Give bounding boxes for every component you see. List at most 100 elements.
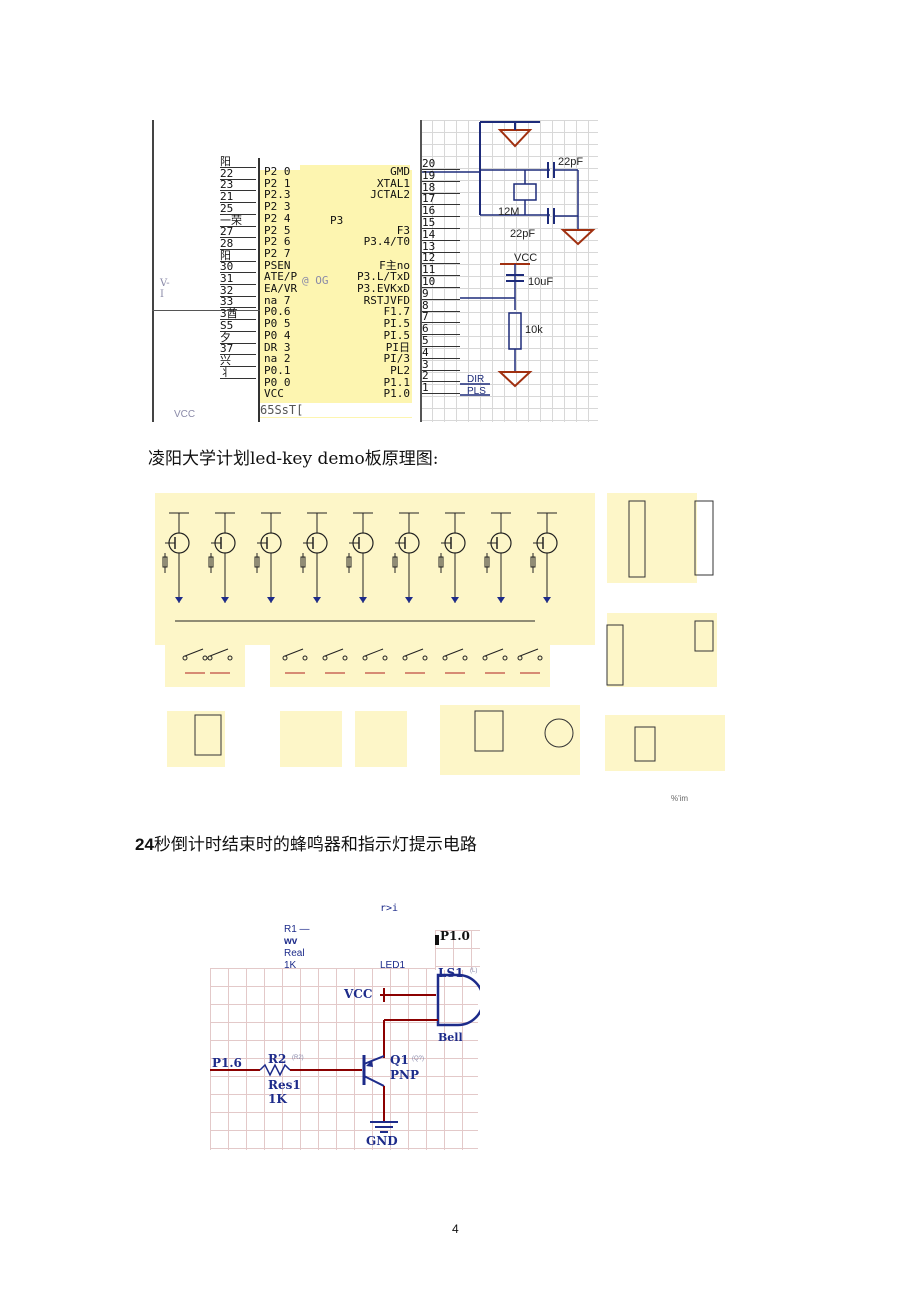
key-switch (482, 648, 508, 674)
mcu-pin-number: 兴 (220, 355, 256, 367)
ls-small: (L) (470, 968, 478, 974)
transistor-stage (392, 512, 420, 603)
mcu-chip-right-label: F1.7 (383, 305, 411, 319)
key-switch (517, 648, 543, 674)
net-dir-label: DIR (467, 374, 485, 385)
mcu-chip-right-label: PI日 (385, 340, 410, 354)
top-label: r>i (380, 903, 399, 914)
mcu-pin-number: 28 (220, 238, 256, 250)
connector-pin-number: 2 (422, 370, 460, 383)
key-switch (442, 648, 468, 674)
mcu-chip-left-label: P2 4 (264, 211, 291, 225)
mcu-chip-right-label: RSTJVFD (363, 293, 410, 307)
mcu-pin-number: 31 (220, 273, 256, 285)
caption-led-key: 凌阳大学计划led-key demo板原理图: (148, 449, 439, 469)
connector-pin-number: 4 (422, 347, 460, 359)
chip-part-label: 65SsT[ (260, 403, 420, 417)
r2-ref: R2 (268, 1052, 287, 1066)
page-number: 4 (452, 1222, 459, 1236)
transistor-stage (484, 512, 512, 603)
mcu-chip-right-label: GMD (390, 165, 410, 178)
mcu-pin-number: S5 (220, 320, 256, 332)
connector-pin-number: 16 (422, 205, 460, 218)
mcu-chip-left-label: P2 7 (264, 246, 291, 260)
cap2-label: 22pF (510, 228, 536, 240)
caption-number: 24 (135, 835, 154, 854)
r2-small: (R2) (292, 1055, 304, 1061)
key-switch (322, 648, 348, 674)
mcu-chip-right-label: PI/3 (383, 352, 411, 366)
mcu-pin-number: 一荣 (220, 215, 256, 227)
connector-pin-number: 5 (422, 335, 460, 347)
mcu-pin-number: 25 (220, 203, 256, 215)
transistor-stage (530, 512, 558, 603)
connector-pin-number: 20 (422, 158, 460, 170)
mcu-chip-left-label: P2 5 (264, 223, 291, 237)
chip-center-og: @ OG (302, 274, 329, 287)
p10-label: P1.0 (440, 929, 470, 943)
mcu-chip-left-label: EA/VR (264, 282, 298, 295)
mcu-pin-number: 阳 (220, 250, 256, 262)
mcu-pin-number: 37 (220, 343, 256, 356)
connector-pin-number: 3 (422, 359, 460, 371)
connector-pin-number: 17 (422, 193, 460, 206)
connector-pin-number: 15 (422, 217, 460, 229)
connector-pin-number: 1 (422, 382, 460, 395)
mcu-pin-number: 27 (220, 226, 256, 239)
buzzer-schematic: r>i R1 — wv Real 1K LED1 P1.0 VCC LS1 (L… (210, 900, 480, 1150)
led-ref: LED1 (380, 960, 406, 971)
mcu-chip-right-label: PI.5 (383, 317, 411, 331)
connector-pin-number: 12 (422, 252, 460, 265)
mcu-chip-right-label: P3.L/TxD (357, 270, 410, 284)
mcu-chip-left-label: P2.3 (264, 188, 291, 202)
transistor-stage (300, 512, 328, 603)
chip-center-p3: P3 (330, 214, 344, 227)
led-key-board-schematic: %'im (155, 493, 725, 808)
caption-buzzer: 24秒倒计时结束时的蜂鸣器和指示灯提示电路 (135, 830, 477, 855)
mcu-chip-left-label: P2 1 (264, 176, 291, 190)
mcu-chip-left-label: P2 3 (264, 200, 291, 214)
q-ref: Q1 (390, 1053, 409, 1067)
key-switch (402, 648, 428, 674)
mcu-pin-number: 丬 (220, 367, 256, 379)
net-pls-label: PLS (467, 386, 486, 397)
connector-pin-number: 10 (422, 276, 460, 288)
transistor-stage (346, 512, 374, 603)
mcu-chip-left-label: P0 4 (264, 328, 291, 342)
connector-pin-number: 11 (422, 264, 460, 277)
mcu-chip-left-label: DR 3 (264, 340, 291, 354)
mcu-pin-number: 21 (220, 191, 256, 204)
p16-label: P1.6 (212, 1056, 242, 1070)
bell-label: Bell (438, 1031, 463, 1044)
gnd-label: GND (366, 1134, 398, 1148)
mcu-chip-left-label: P0 0 (264, 375, 291, 389)
mcu-pin-number: 23 (220, 179, 256, 192)
mcu-pin-number: 32 (220, 285, 256, 297)
mcu-chip-left-label: P0 5 (264, 317, 291, 331)
mcu-chip-right-label: P3.EVKxD (357, 282, 410, 295)
side-label: V- I (160, 278, 170, 300)
mcu-chip-left-label: P2 0 (264, 165, 291, 178)
mcu-pin-number: 22 (220, 168, 256, 180)
key-switch (182, 648, 208, 674)
cap1-label: 22pF (558, 156, 584, 168)
connector-pin-number: 19 (422, 170, 460, 182)
mcu-chip-left-label: PSEN (264, 258, 291, 272)
mcu-chip (260, 170, 412, 418)
ls-ref: LS1 (438, 966, 464, 980)
transistor-stage (162, 512, 190, 603)
vcc-label: VCC (174, 409, 196, 420)
r1-mark: wv (284, 936, 298, 947)
vcc-net-label: VCC (514, 252, 538, 264)
mcu-chip-right-label: PL2 (390, 363, 410, 377)
mcu-chip-right-label: P1.1 (383, 375, 411, 389)
r2-value: Res1 (268, 1078, 301, 1092)
stray-label: %'im (671, 794, 689, 803)
mcu-chip-left-label: na 2 (264, 352, 291, 366)
mcu-pin-number: 阳 (220, 156, 256, 168)
r1-ref: R1 — (284, 924, 310, 935)
mcu-chip-left-label: na 7 (264, 293, 291, 307)
mcu-chip-right-label: PI.5 (383, 328, 411, 342)
q-small: (Q?) (412, 1056, 424, 1062)
